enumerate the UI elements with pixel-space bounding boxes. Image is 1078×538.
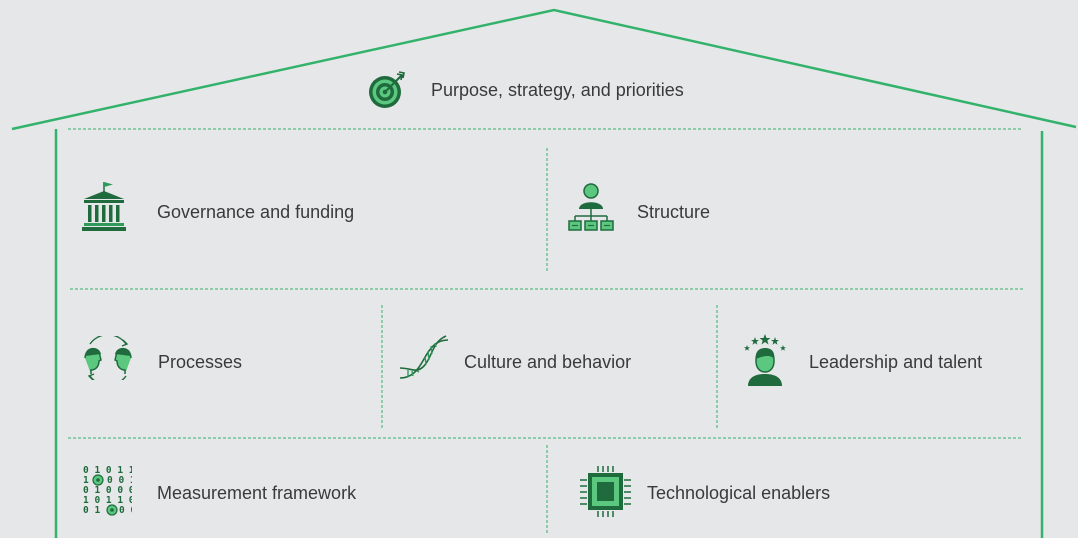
cell-measurement-framework: Measurement framework xyxy=(157,483,357,503)
cell-governance-funding: Governance and funding xyxy=(157,202,355,222)
roof-line xyxy=(11,8,1077,131)
binary-data-icon: 0 1 0 1 1 0 1 0 0 1 0 1 0 0 0 1 1 0 1 1 … xyxy=(83,465,132,516)
cell-leadership-talent: Leadership and talent xyxy=(809,352,983,372)
dna-icon xyxy=(399,335,449,379)
svg-text:0 0 1: 0 0 1 xyxy=(107,475,132,486)
org-chart-icon xyxy=(568,183,614,231)
cell-culture-behavior: Culture and behavior xyxy=(464,352,632,372)
government-building-icon xyxy=(82,182,126,231)
microchip-icon xyxy=(580,466,631,517)
people-exchange-icon xyxy=(84,336,132,380)
cell-processes: Processes xyxy=(158,352,243,372)
svg-text:1 0 1 1 0 1: 1 0 1 1 0 1 xyxy=(83,495,132,506)
svg-text:0 1: 0 1 xyxy=(83,505,100,516)
target-icon xyxy=(369,71,405,108)
svg-text:0 1 0 0 0 1: 0 1 0 0 0 1 xyxy=(83,485,132,496)
svg-text:0 1 0 1 1 0: 0 1 0 1 1 0 xyxy=(83,465,132,476)
roof-title: Purpose, strategy, and priorities xyxy=(431,80,684,100)
svg-text:1: 1 xyxy=(83,475,89,486)
leader-stars-icon xyxy=(744,334,786,386)
cell-technological-enablers: Technological enablers xyxy=(647,483,831,503)
svg-text:0 0: 0 0 xyxy=(119,505,132,516)
cell-structure: Structure xyxy=(637,202,711,222)
